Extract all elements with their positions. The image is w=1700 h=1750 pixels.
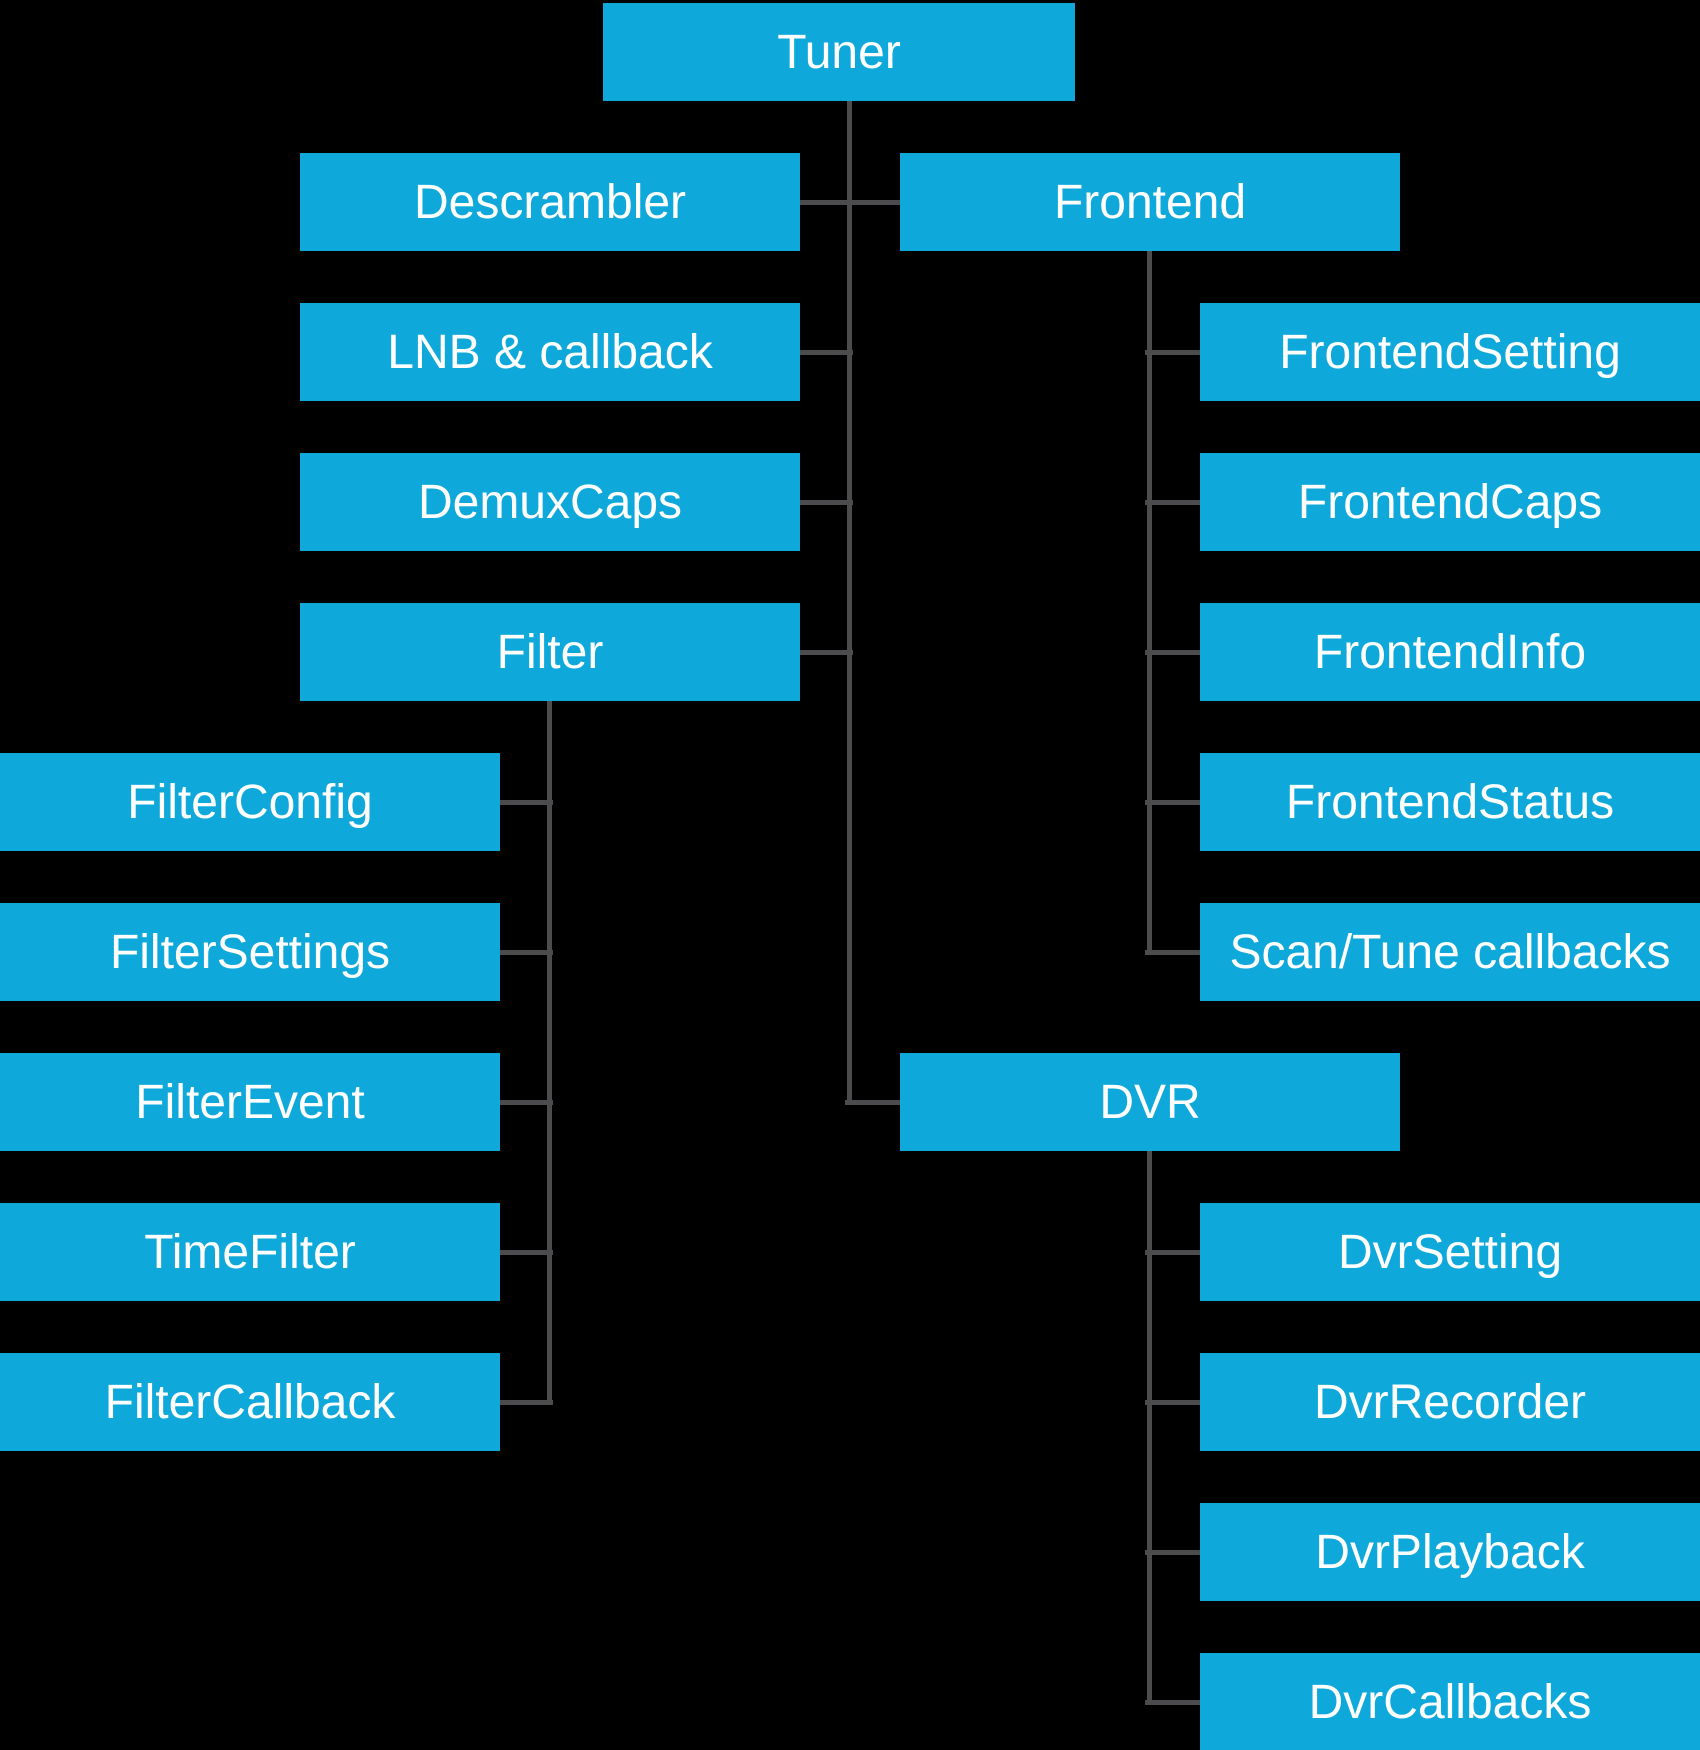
node-filterevent: FilterEvent [0,1053,500,1151]
connector-frontendstatus-stub [1145,800,1205,805]
node-filterconfig: FilterConfig [0,753,500,851]
connector-filterevent-stub [495,1100,553,1105]
node-filter: Filter [300,603,800,701]
node-filtercallback: FilterCallback [0,1353,500,1451]
connector-filtersettings-stub [495,950,553,955]
node-frontendsetting: FrontendSetting [1200,303,1700,401]
connector-filter-trunk [795,650,853,655]
connector-scantune-stub [1145,950,1205,955]
connector-frontendsetting-stub [1145,350,1205,355]
node-demuxcaps: DemuxCaps [300,453,800,551]
connector-dvrplayback-stub [1145,1550,1205,1555]
node-tuner: Tuner [603,3,1075,101]
node-timefilter: TimeFilter [0,1203,500,1301]
node-descrambler: Descrambler [300,153,800,251]
connector-frontend-spine [1147,251,1152,955]
connector-tuner-trunk [847,100,852,1104]
node-filtersettings: FilterSettings [0,903,500,1001]
node-dvrcallbacks: DvrCallbacks [1200,1653,1700,1750]
node-dvrplayback: DvrPlayback [1200,1503,1700,1601]
node-dvrrecorder: DvrRecorder [1200,1353,1700,1451]
connector-dvrcallbacks-stub [1145,1700,1205,1705]
connector-filterconfig-stub [495,800,553,805]
connector-demuxcaps-trunk [795,500,853,505]
node-frontendstatus: FrontendStatus [1200,753,1700,851]
node-lnb-callback: LNB & callback [300,303,800,401]
connector-dvrrecorder-stub [1145,1400,1205,1405]
connector-lnb-trunk [795,350,853,355]
node-dvrsetting: DvrSetting [1200,1203,1700,1301]
connector-dvrsetting-stub [1145,1250,1205,1255]
connector-filter-spine [547,701,552,1405]
node-frontendcaps: FrontendCaps [1200,453,1700,551]
node-frontendinfo: FrontendInfo [1200,603,1700,701]
node-dvr: DVR [900,1053,1400,1151]
node-frontend: Frontend [900,153,1400,251]
connector-dvr-spine [1147,1151,1152,1705]
connector-timefilter-stub [495,1250,553,1255]
connector-frontendinfo-stub [1145,650,1205,655]
node-scantune-callbacks: Scan/Tune callbacks [1200,903,1700,1001]
connector-filtercallback-stub [495,1400,553,1405]
connector-descrambler-frontend [795,200,905,205]
connector-trunk-dvr [845,1100,905,1105]
connector-frontendcaps-stub [1145,500,1205,505]
